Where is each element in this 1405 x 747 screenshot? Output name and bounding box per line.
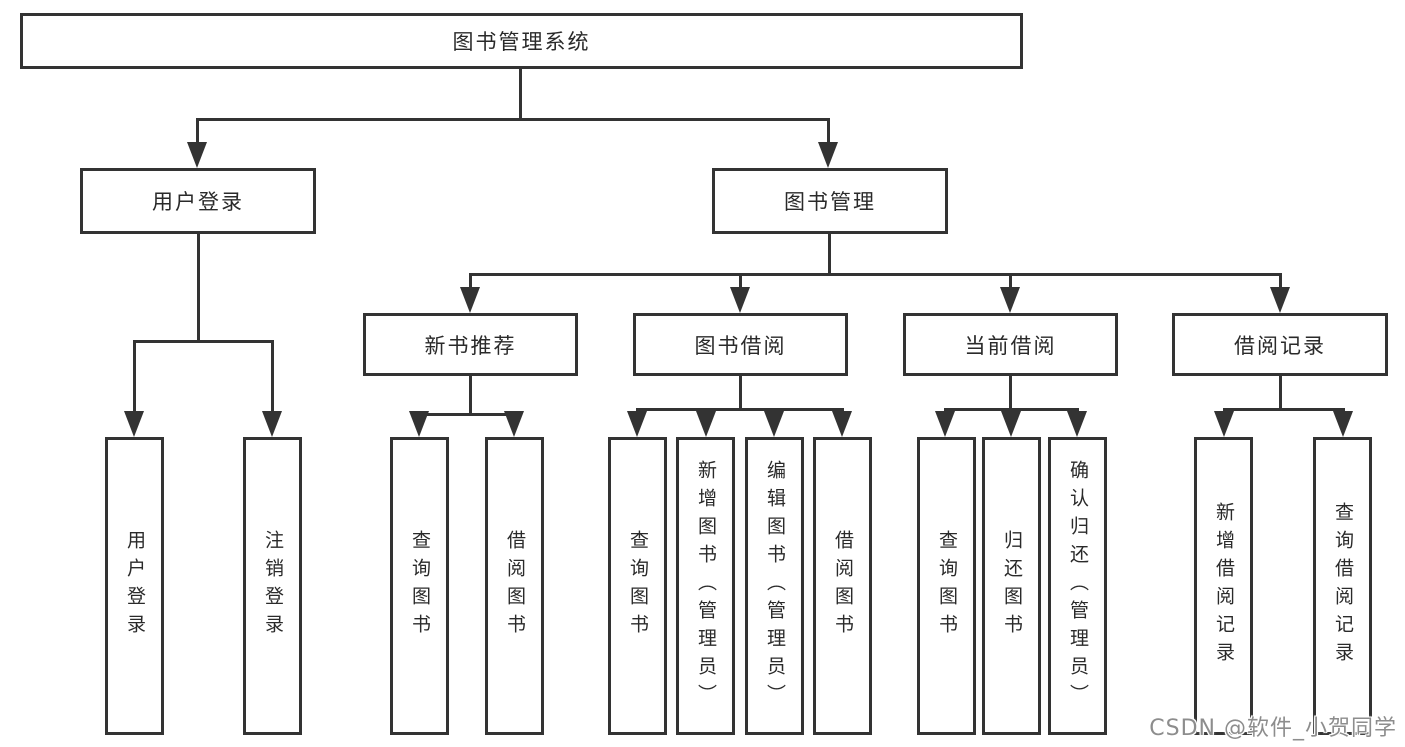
arrowhead-down-icon xyxy=(460,287,480,313)
arrowhead-down-icon xyxy=(504,411,524,437)
leaf-logout-label: 注销登录 xyxy=(262,530,284,642)
leaf-borrow-books-label: 借阅图书 xyxy=(832,530,854,642)
connector-vline xyxy=(196,118,199,148)
connector-vline xyxy=(828,233,831,276)
leaf-query-books-borrow: 查询图书 xyxy=(608,437,667,735)
leaf-edit-books-admin: 编辑图书（管理员） xyxy=(745,437,804,735)
node-borrow-records: 借阅记录 xyxy=(1172,313,1388,376)
node-new-book-recommend-label: 新书推荐 xyxy=(424,333,517,358)
arrowhead-down-icon xyxy=(627,411,647,437)
connector-vline xyxy=(271,340,274,418)
arrowhead-down-icon xyxy=(409,411,429,437)
arrowhead-down-icon xyxy=(1000,287,1020,313)
leaf-query-books-borrow-label: 查询图书 xyxy=(627,530,649,642)
leaf-query-books-recommend: 查询图书 xyxy=(390,437,449,735)
leaf-borrow-books: 借阅图书 xyxy=(813,437,872,735)
node-current-borrow: 当前借阅 xyxy=(903,313,1118,376)
arrowhead-down-icon xyxy=(818,142,838,168)
leaf-logout: 注销登录 xyxy=(243,437,302,735)
leaf-add-borrow-record: 新增借阅记录 xyxy=(1194,437,1253,735)
connector-hline xyxy=(636,408,844,411)
csdn-watermark: CSDN @软件_小贺同学 xyxy=(1149,716,1397,741)
connector-vline xyxy=(469,375,472,416)
connector-hline xyxy=(133,340,274,343)
node-root: 图书管理系统 xyxy=(20,13,1023,69)
node-book-borrow: 图书借阅 xyxy=(633,313,848,376)
connector-vline xyxy=(827,118,830,148)
connector-vline xyxy=(133,340,136,418)
connector-vline xyxy=(469,273,472,295)
node-book-borrow-label: 图书借阅 xyxy=(694,333,787,358)
node-new-book-recommend: 新书推荐 xyxy=(363,313,578,376)
leaf-edit-books-admin-label: 编辑图书（管理员） xyxy=(764,460,786,712)
leaf-query-borrow-record-label: 查询借阅记录 xyxy=(1332,502,1354,670)
leaf-add-borrow-record-label: 新增借阅记录 xyxy=(1213,502,1235,670)
connector-hline xyxy=(1223,408,1344,411)
leaf-return-books-label: 归还图书 xyxy=(1001,530,1023,642)
arrowhead-down-icon xyxy=(935,411,955,437)
arrowhead-down-icon xyxy=(1270,287,1290,313)
connector-vline xyxy=(1009,273,1012,295)
connector-vline xyxy=(1279,375,1282,411)
arrowhead-down-icon xyxy=(1001,411,1021,437)
leaf-query-borrow-record: 查询借阅记录 xyxy=(1313,437,1372,735)
leaf-query-books-current-label: 查询图书 xyxy=(936,530,958,642)
connector-vline xyxy=(197,233,200,343)
node-book-management-label: 图书管理 xyxy=(784,190,876,214)
arrowhead-down-icon xyxy=(124,411,144,437)
arrowhead-down-icon xyxy=(730,287,750,313)
leaf-query-books-recommend-label: 查询图书 xyxy=(409,530,431,642)
connector-vline xyxy=(1009,375,1012,411)
leaf-borrow-books-recommend-label: 借阅图书 xyxy=(504,530,526,642)
connector-vline xyxy=(1279,273,1282,295)
node-user-login-label: 用户登录 xyxy=(152,190,244,214)
leaf-return-books: 归还图书 xyxy=(982,437,1041,735)
arrowhead-down-icon xyxy=(187,142,207,168)
arrowhead-down-icon xyxy=(1214,411,1234,437)
arrowhead-down-icon xyxy=(764,411,784,437)
leaf-borrow-books-recommend: 借阅图书 xyxy=(485,437,544,735)
connector-vline xyxy=(519,68,522,120)
node-root-label: 图书管理系统 xyxy=(452,30,591,54)
leaf-add-books-admin-label: 新增图书（管理员） xyxy=(695,460,717,712)
node-book-management: 图书管理 xyxy=(712,168,948,234)
arrowhead-down-icon xyxy=(696,411,716,437)
connector-hline xyxy=(196,118,830,121)
connector-hline xyxy=(469,273,1281,276)
connector-vline xyxy=(739,273,742,295)
leaf-user-login: 用户登录 xyxy=(105,437,164,735)
node-borrow-records-label: 借阅记录 xyxy=(1234,333,1326,358)
connector-vline xyxy=(739,375,742,411)
arrowhead-down-icon xyxy=(1333,411,1353,437)
arrowhead-down-icon xyxy=(1067,411,1087,437)
leaf-user-login-label: 用户登录 xyxy=(124,530,146,642)
arrowhead-down-icon xyxy=(262,411,282,437)
leaf-confirm-return-admin-label: 确认归还（管理员） xyxy=(1067,460,1089,712)
leaf-confirm-return-admin: 确认归还（管理员） xyxy=(1048,437,1107,735)
arrowhead-down-icon xyxy=(832,411,852,437)
node-user-login: 用户登录 xyxy=(80,168,316,234)
leaf-add-books-admin: 新增图书（管理员） xyxy=(676,437,735,735)
leaf-query-books-current: 查询图书 xyxy=(917,437,976,735)
connector-hline xyxy=(418,413,516,416)
node-current-borrow-label: 当前借阅 xyxy=(964,333,1057,358)
